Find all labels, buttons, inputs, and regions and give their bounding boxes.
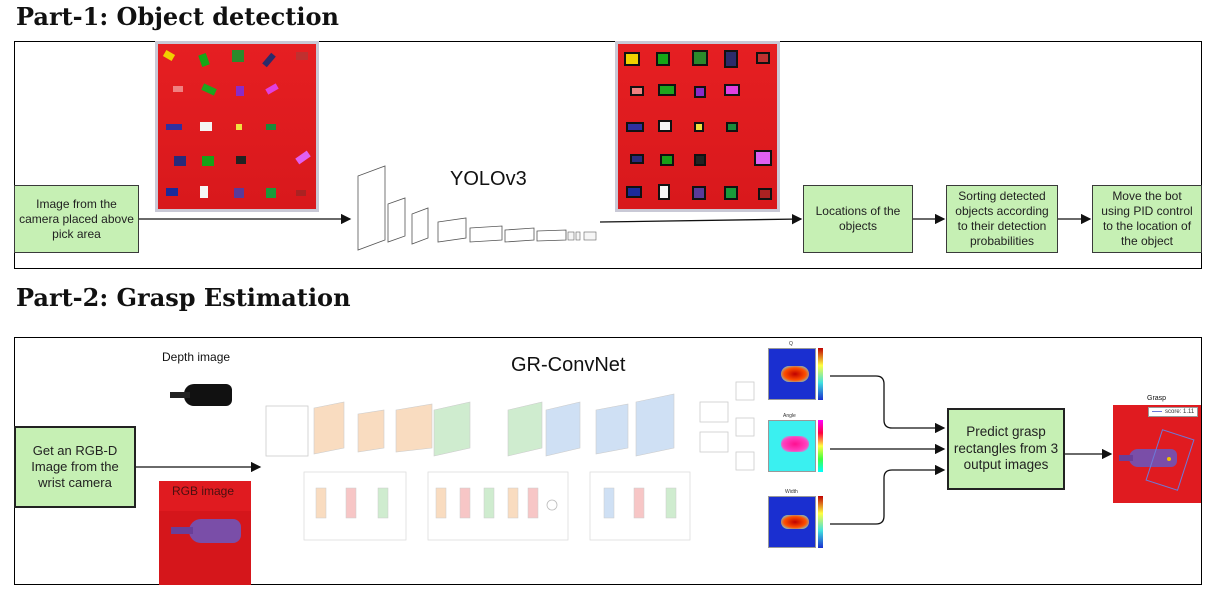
grasp-output-label: Grasp bbox=[1147, 395, 1167, 402]
grasp-score-text: score: 1.11 bbox=[1165, 409, 1195, 415]
part2-title: Part-2: Grasp Estimation bbox=[16, 283, 351, 312]
grasp-output-image bbox=[1113, 405, 1201, 503]
angle-colorbar bbox=[818, 420, 823, 472]
rgb-image-label: RGB image bbox=[172, 484, 235, 498]
step-sorting-box: Sorting detected objects according to th… bbox=[946, 185, 1058, 253]
input-scene-image bbox=[155, 41, 319, 212]
yolo-label: YOLOv3 bbox=[450, 168, 527, 190]
quality-heatmap-title: Q bbox=[789, 341, 793, 347]
angle-heatmap-title: Angle bbox=[783, 413, 796, 419]
quality-colorbar bbox=[818, 348, 823, 400]
step-locations-box: Locations of the objects bbox=[803, 185, 913, 253]
grasp-score-legend: score: 1.11 bbox=[1148, 407, 1199, 417]
width-colorbar bbox=[818, 496, 823, 548]
depth-image-label: Depth image bbox=[162, 350, 231, 364]
width-heatmap-title: Width bbox=[785, 489, 798, 495]
camera-input-box: Image from the camera placed above pick … bbox=[14, 185, 139, 253]
step-move-bot-box: Move the bot using PID control to the lo… bbox=[1092, 185, 1202, 253]
detected-scene-image bbox=[615, 41, 780, 212]
rgb-image bbox=[159, 481, 251, 585]
part1-title: Part-1: Object detection bbox=[16, 2, 339, 31]
rgbd-input-box: Get an RGB-D Image from the wrist camera bbox=[14, 426, 136, 508]
quality-heatmap bbox=[768, 348, 816, 400]
grconvnet-label: GR-ConvNet bbox=[511, 354, 626, 376]
width-heatmap bbox=[768, 496, 816, 548]
angle-heatmap bbox=[768, 420, 816, 472]
predict-grasp-box: Predict grasp rectangles from 3 output i… bbox=[947, 408, 1065, 490]
depth-image bbox=[170, 384, 232, 406]
